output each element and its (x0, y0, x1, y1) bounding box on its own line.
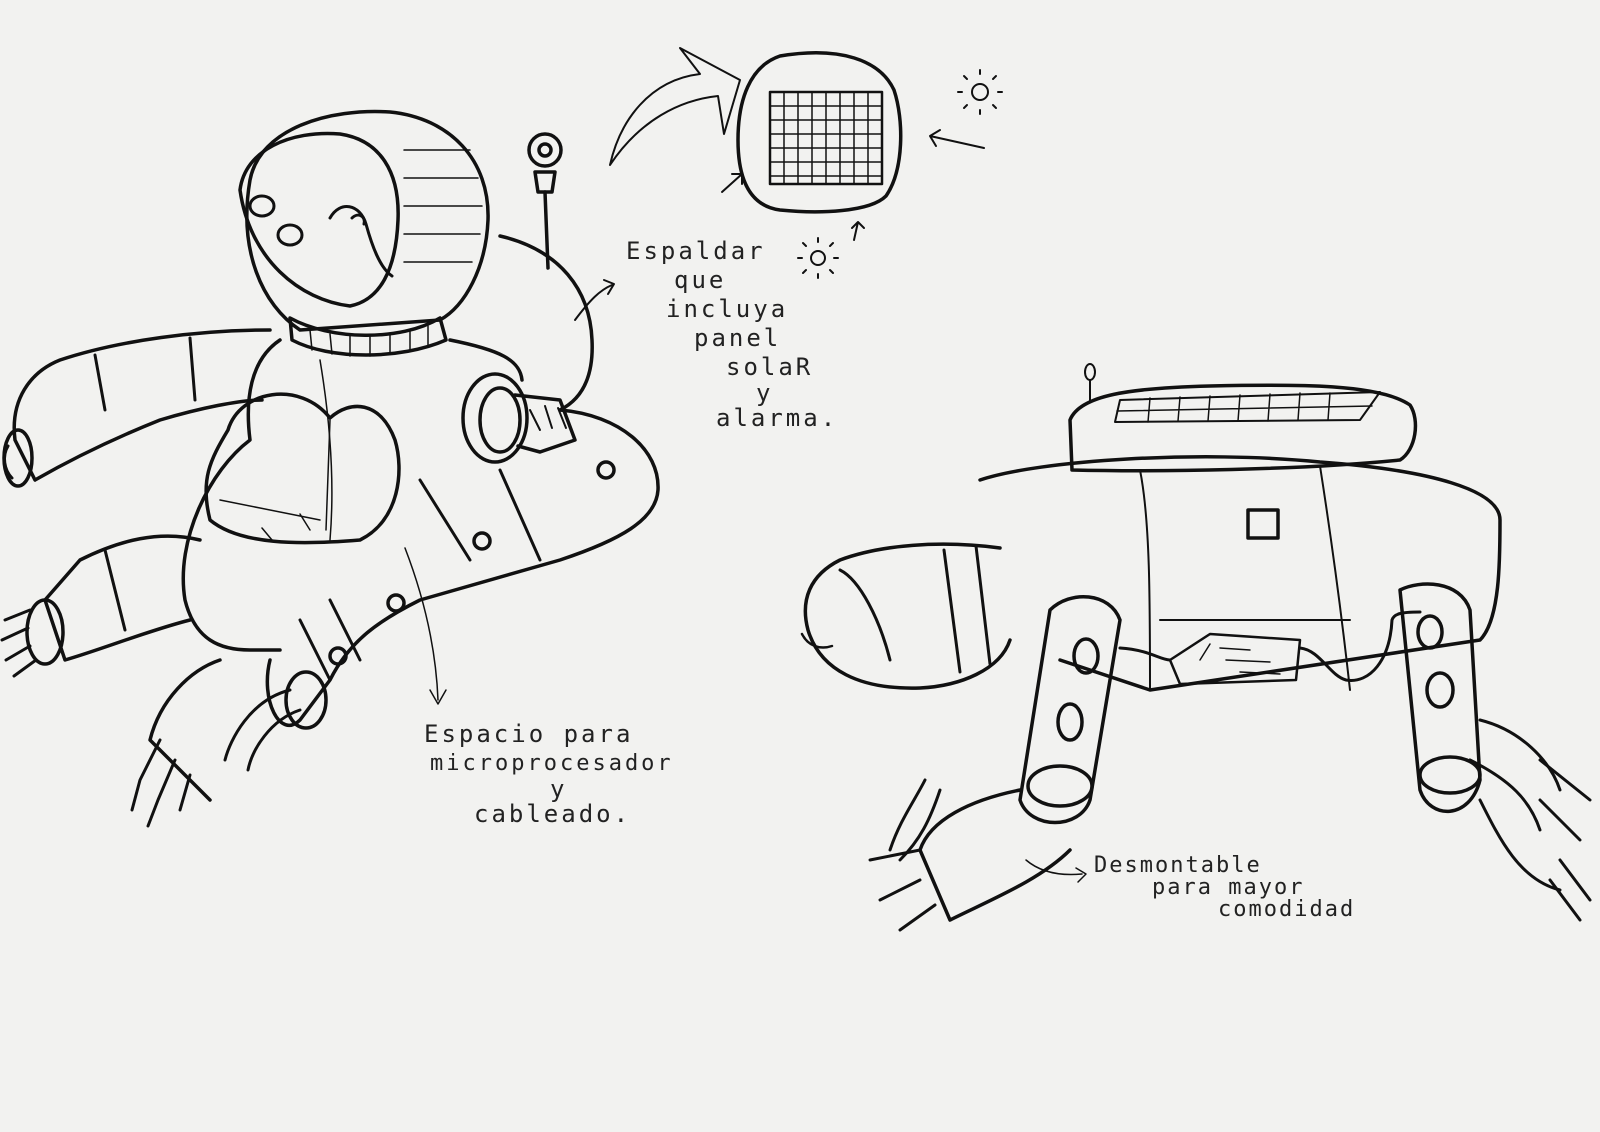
shoulder-joint (463, 374, 575, 462)
annotation-line: comodidad (1218, 899, 1355, 921)
helmet (240, 112, 488, 356)
annotation-line: Espaldar (626, 237, 838, 266)
rear-head (802, 544, 1010, 688)
detachable-annotation: Desmontable para mayor comodidad (1094, 855, 1355, 921)
microprocessor-bay (206, 394, 399, 542)
annotation-line: que (674, 266, 838, 295)
rear-shell (980, 457, 1500, 690)
annotation-line: microprocesador (430, 749, 674, 778)
microprocessor-annotation: Espacio para microprocesador y cableado. (424, 720, 674, 829)
rear-left-leg (870, 597, 1120, 930)
rear-view-robot (802, 364, 1590, 930)
sun-icon (958, 70, 1002, 114)
left-arm (4, 330, 270, 486)
annotation-line: Desmontable (1094, 855, 1355, 877)
right-arm (225, 410, 658, 770)
front-claws (132, 660, 220, 826)
backrest-annotation: Espaldar que incluya panel solaR y alarm… (626, 237, 838, 433)
annotation-line: incluya (666, 295, 838, 324)
left-leg (2, 536, 200, 676)
front-view-robot (2, 112, 658, 826)
torso (183, 236, 592, 650)
annotation-line: para mayor (1152, 877, 1355, 899)
annotation-line: panel (694, 324, 838, 353)
rear-right-leg (1400, 584, 1590, 920)
annotation-line: y (550, 778, 674, 800)
annotation-line: alarma. (716, 404, 838, 433)
annotation-line: solaR (726, 353, 838, 382)
annotation-line: cableado. (474, 800, 674, 829)
backpack-shell (1070, 364, 1415, 471)
annotation-line: y (756, 382, 838, 404)
annotation-line: Espacio para (424, 720, 674, 749)
